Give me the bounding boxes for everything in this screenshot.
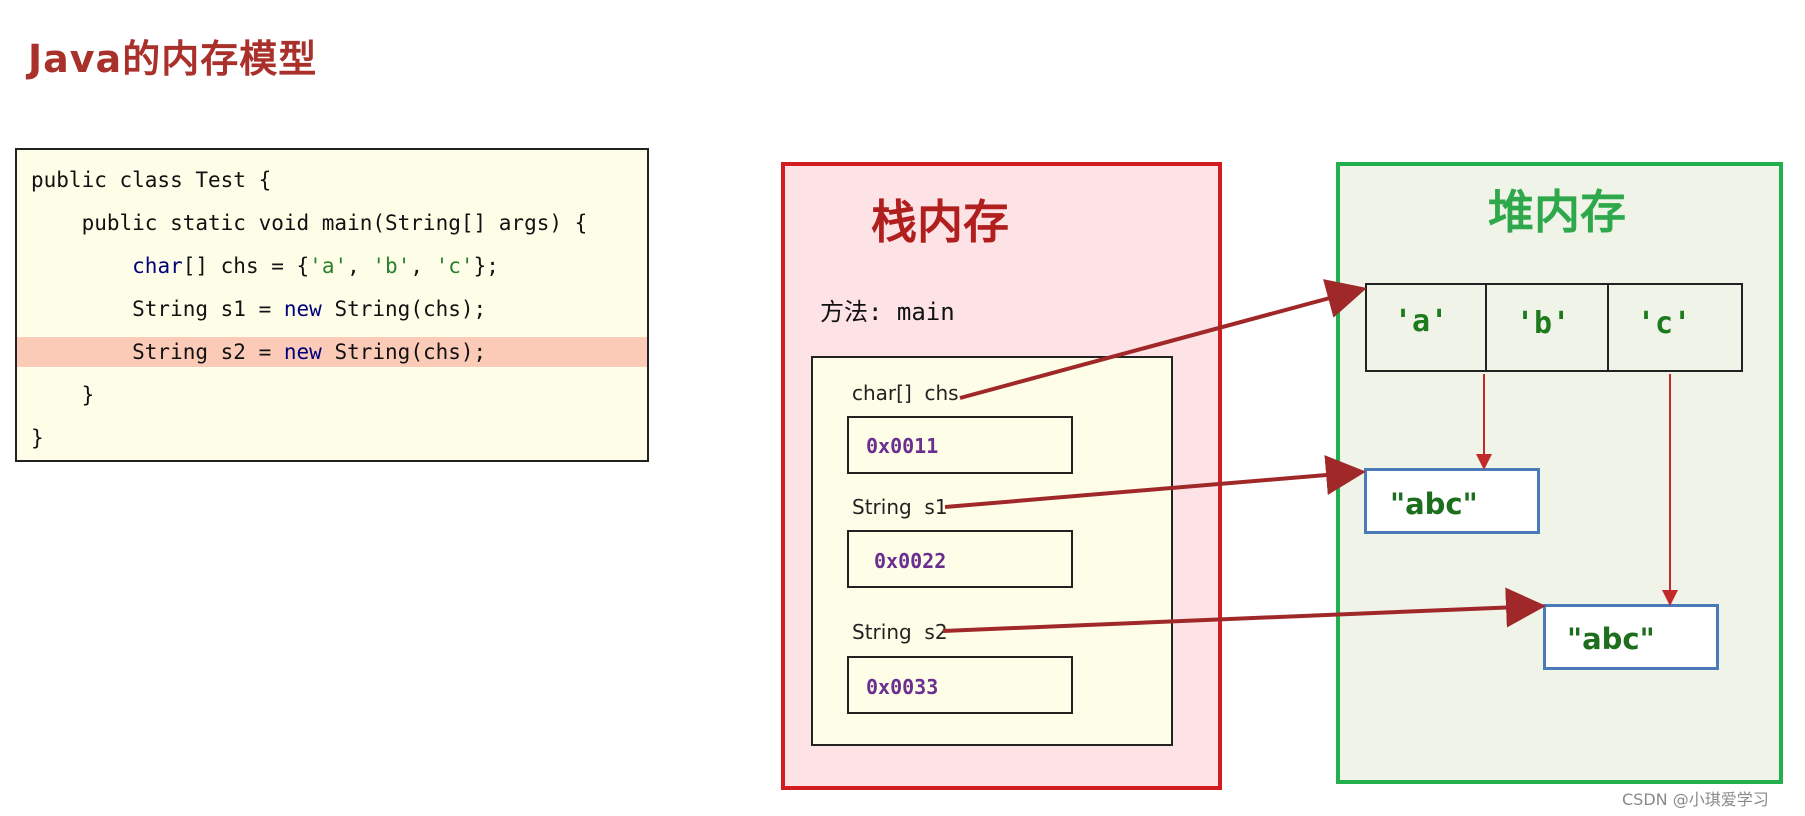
code-token: }; bbox=[473, 254, 499, 278]
stack-memory-title: 栈内存 bbox=[871, 195, 1009, 249]
address-box-s1 bbox=[847, 530, 1073, 588]
code-token: public class Test { bbox=[31, 168, 272, 192]
address-value-s1: 0x0022 bbox=[874, 549, 947, 573]
code-line-4: String s1 = new String(chs); bbox=[17, 294, 647, 324]
code-token: , bbox=[410, 254, 436, 278]
code-token: public static void main(String[] args) { bbox=[31, 211, 588, 235]
code-line-6: } bbox=[17, 380, 647, 410]
code-token: 'c' bbox=[435, 254, 474, 278]
arrow-s2-to-string-2 bbox=[942, 587, 1546, 633]
code-token: 'b' bbox=[372, 254, 411, 278]
code-token: 'a' bbox=[309, 254, 348, 278]
code-token: new bbox=[283, 297, 322, 321]
code-token: } bbox=[31, 426, 44, 450]
code-token: [] chs = { bbox=[182, 254, 310, 278]
var-label-s1: String s1 bbox=[852, 495, 948, 519]
code-token: char bbox=[132, 254, 183, 278]
heap-string-object-2 bbox=[1543, 604, 1719, 670]
heap-string-value-2: "abc" bbox=[1567, 622, 1655, 656]
code-token: String s1 = bbox=[31, 297, 284, 321]
heap-string-object-1 bbox=[1364, 468, 1540, 534]
address-value-s2: 0x0033 bbox=[866, 675, 939, 699]
arrow-chs-to-char-array bbox=[959, 279, 1367, 400]
heap-array-cell-c bbox=[1607, 283, 1743, 372]
page-title: Java的内存模型 bbox=[28, 37, 318, 81]
code-token: , bbox=[347, 254, 373, 278]
code-line-2: public static void main(String[] args) { bbox=[17, 208, 647, 238]
heap-array-cell-a bbox=[1365, 283, 1487, 372]
code-token: String(chs); bbox=[321, 340, 487, 364]
code-line-1: public class Test { bbox=[17, 165, 647, 195]
heap-array-value-a: 'a' bbox=[1394, 304, 1449, 339]
heap-array-value-b: 'b' bbox=[1516, 306, 1571, 341]
address-box-chs bbox=[847, 416, 1073, 474]
code-token: } bbox=[31, 383, 95, 407]
code-token: new bbox=[283, 340, 322, 364]
code-token: String(chs); bbox=[321, 297, 487, 321]
heap-memory-title: 堆内存 bbox=[1488, 185, 1626, 239]
code-line-7: } bbox=[17, 423, 647, 453]
code-line-5-highlighted: String s2 = new String(chs); bbox=[17, 337, 647, 367]
arrow-s1-to-string-1 bbox=[944, 455, 1366, 509]
code-token: String s2 = bbox=[31, 340, 284, 364]
var-label-chs: char[] chs bbox=[852, 381, 959, 405]
code-panel: public class Test { public static void m… bbox=[15, 148, 649, 462]
heap-string-value-1: "abc" bbox=[1390, 487, 1478, 521]
var-label-s2: String s2 bbox=[852, 620, 948, 644]
address-value-chs: 0x0011 bbox=[866, 434, 939, 458]
watermark: CSDN @小琪爱学习 bbox=[1622, 790, 1769, 809]
method-label: 方法: main bbox=[820, 298, 955, 326]
heap-array-value-c: 'c' bbox=[1637, 306, 1692, 341]
address-box-s2 bbox=[847, 656, 1073, 714]
code-line-3: char[] chs = {'a', 'b', 'c'}; bbox=[17, 251, 647, 281]
